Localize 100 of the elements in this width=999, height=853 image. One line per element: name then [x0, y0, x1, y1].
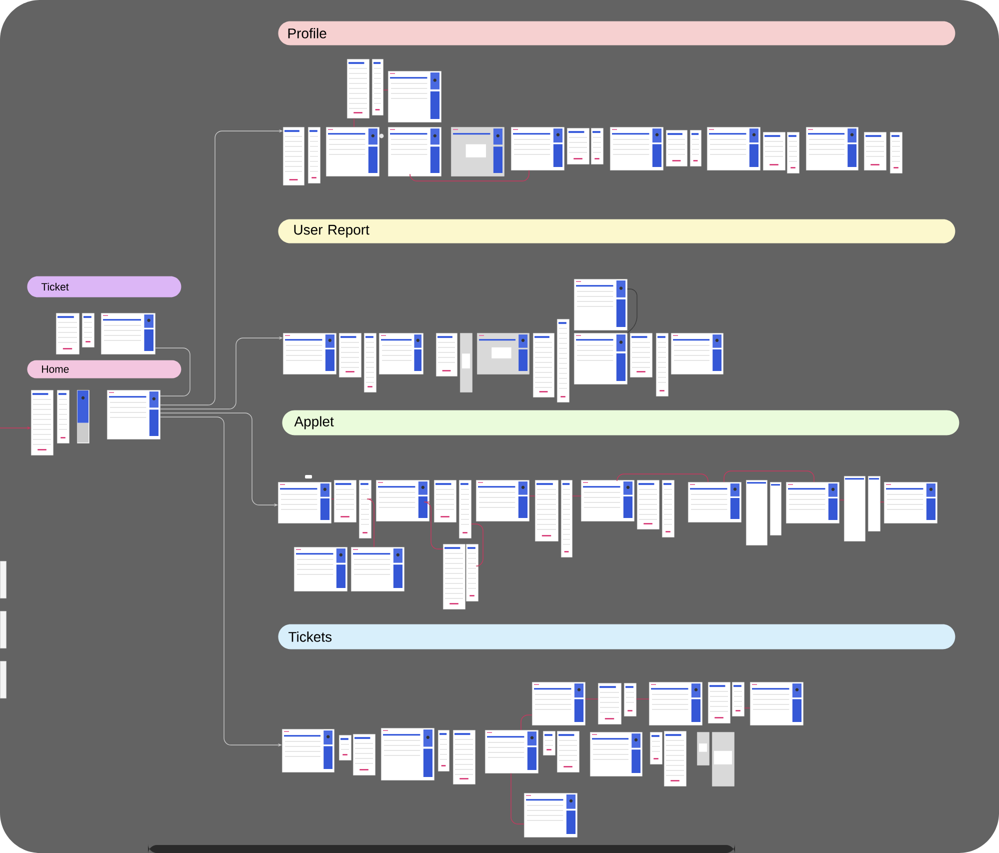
connector-line [424, 502, 444, 550]
screen-thumbnail [770, 482, 782, 536]
screen-thumbnail [590, 732, 642, 776]
screen-thumbnail [591, 128, 604, 164]
screen-thumbnail [624, 683, 636, 716]
screen-thumbnail [581, 480, 634, 522]
screen-thumbnail [806, 127, 858, 170]
screen-thumbnail [750, 682, 804, 726]
connector-line [366, 498, 374, 548]
screen-thumbnail [610, 127, 664, 170]
section-header: User Report [278, 219, 956, 244]
connector-line [636, 698, 650, 700]
screen-thumbnail [511, 127, 564, 170]
screen-thumbnail [101, 313, 156, 354]
screen-thumbnail [666, 130, 688, 166]
connector-line [331, 498, 334, 500]
screen-thumbnail [732, 682, 744, 716]
screen-thumbnail [637, 480, 660, 530]
screen-thumbnail [763, 132, 786, 170]
screen-thumbnail [844, 476, 866, 542]
screen-thumbnail [339, 333, 362, 378]
screen-thumbnail [868, 476, 880, 532]
screen-thumbnail [451, 127, 504, 176]
section-header: Home [27, 360, 182, 378]
screen-thumbnail [485, 730, 538, 774]
connector-line [627, 288, 638, 334]
screen-thumbnail [650, 732, 662, 764]
screen-thumbnail [656, 333, 668, 396]
screen-thumbnail [107, 390, 160, 440]
screen-thumbnail [334, 480, 356, 522]
screen-thumbnail [294, 547, 348, 592]
screen-thumbnail [381, 728, 434, 780]
screen-thumbnail [532, 682, 586, 726]
screen-thumbnail [574, 333, 628, 384]
section-header: Ticket [27, 276, 182, 298]
screen-thumbnail [339, 735, 352, 760]
screen-thumbnail [364, 333, 376, 392]
screen-thumbnail [864, 132, 886, 170]
connector-line [155, 348, 190, 396]
screen-edge [0, 661, 6, 698]
screen-edge [0, 611, 6, 648]
screen-thumbnail [476, 480, 530, 522]
screen-thumbnail [561, 480, 572, 558]
screen-thumbnail [388, 71, 442, 122]
screen-thumbnail [57, 390, 70, 444]
screen-thumbnail [574, 279, 628, 330]
screen-thumbnail [376, 480, 430, 522]
screen-thumbnail [31, 390, 54, 456]
screen-thumbnail [533, 333, 554, 398]
screen-thumbnail [707, 127, 760, 170]
screen-thumbnail [438, 730, 450, 772]
screen-edge [0, 561, 6, 598]
screen-thumbnail [283, 333, 336, 374]
section-header: Profile [278, 21, 956, 46]
screen-thumbnail [308, 127, 320, 184]
connector-line [510, 773, 524, 824]
screen-thumbnail [347, 59, 370, 118]
screen-thumbnail [82, 313, 94, 348]
screen-thumbnail [460, 333, 472, 392]
screen-thumbnail [690, 130, 702, 166]
connector-line [585, 698, 598, 700]
screen-thumbnail [278, 482, 332, 524]
screen-thumbnail [77, 390, 90, 444]
screen-thumbnail [688, 482, 742, 522]
screen-thumbnail [884, 482, 938, 524]
connector-line [616, 474, 708, 482]
screen-thumbnail [543, 731, 556, 756]
screen-thumbnail [56, 313, 80, 354]
screen-thumbnail [787, 132, 800, 174]
screen-thumbnail [379, 333, 424, 374]
screen-thumbnail [662, 480, 674, 538]
screen-thumbnail [477, 333, 530, 374]
screen-thumbnail [712, 732, 734, 786]
screen-thumbnail [388, 127, 442, 176]
screen-thumbnail [326, 127, 380, 176]
screen-thumbnail [459, 480, 472, 538]
screen-thumbnail [359, 480, 372, 538]
screen-thumbnail [436, 333, 458, 376]
screen-thumbnail [671, 333, 724, 374]
screen-thumbnail [567, 128, 590, 164]
screen-thumbnail [630, 333, 652, 378]
connector-line [471, 524, 484, 566]
screen-thumbnail [434, 480, 456, 522]
section-header: Tickets [278, 624, 956, 650]
screen-thumbnail [890, 132, 902, 174]
screen-thumbnail [372, 59, 384, 116]
screen-thumbnail [524, 793, 578, 838]
screen-thumbnail [649, 682, 702, 726]
screen-thumbnail [697, 732, 710, 766]
screen-thumbnail [535, 480, 558, 542]
screen-thumbnail [466, 544, 478, 602]
section-header: Applet [282, 410, 960, 436]
screen-thumbnail [746, 480, 768, 546]
screen-thumbnail [598, 683, 622, 724]
screen-thumbnail [283, 127, 304, 186]
screen-thumbnail [282, 729, 334, 772]
screen-thumbnail [351, 547, 404, 592]
connector-line [520, 714, 532, 730]
screen-thumbnail [453, 730, 476, 784]
screen-thumbnail [557, 319, 570, 402]
